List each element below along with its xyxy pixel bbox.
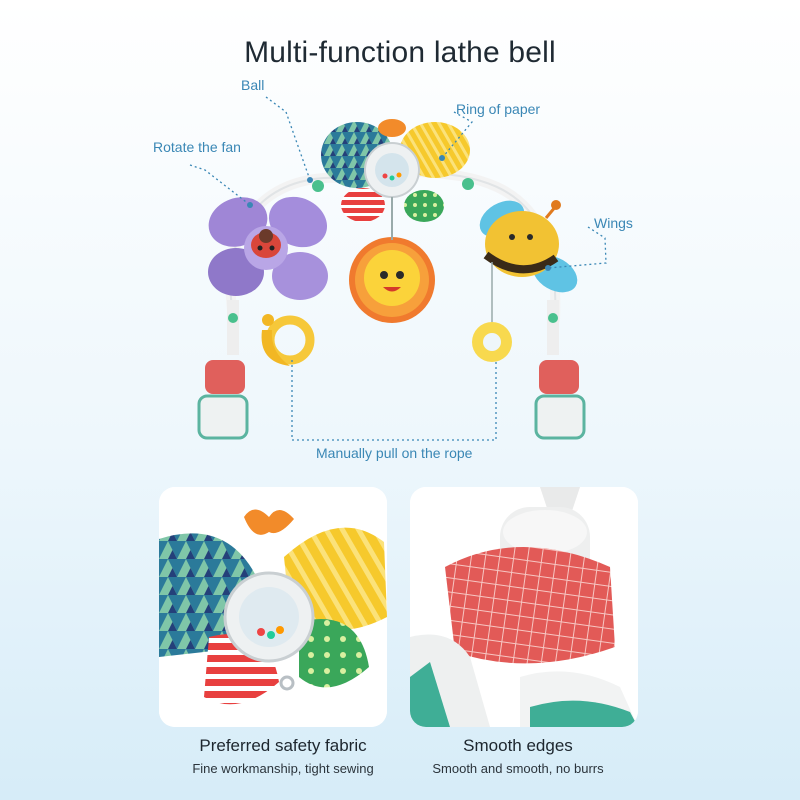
label-rotate-the-fan: Rotate the fan (153, 139, 241, 155)
moon-pendant (261, 314, 315, 366)
feature-card-edges (410, 487, 638, 727)
page-title: Multi-function lathe bell (244, 36, 556, 69)
feature-card-fabric (159, 487, 387, 727)
feature-subtitle-edges: Smooth and smooth, no burrs (432, 761, 604, 776)
sunflower (349, 232, 435, 323)
label-manually-pull: Manually pull on the rope (316, 445, 473, 461)
fan-flower (208, 196, 328, 300)
bee-toy (479, 200, 578, 293)
left-clip (197, 300, 249, 440)
right-clip (534, 300, 586, 440)
feature-subtitle-fabric: Fine workmanship, tight sewing (192, 761, 374, 776)
leader-lines (189, 96, 607, 441)
paper-ring-cluster (321, 119, 470, 232)
leader-dots (247, 155, 551, 271)
label-ring-of-paper: Ring of paper (456, 101, 541, 117)
toy-arch-illustration (189, 96, 607, 441)
clip-closeup-image (410, 487, 638, 727)
label-ball: Ball (241, 77, 265, 93)
feature-title-fabric: Preferred safety fabric (199, 736, 367, 755)
fabric-closeup-image (159, 487, 387, 727)
label-wings: Wings (594, 215, 633, 231)
feature-title-edges: Smooth edges (463, 736, 573, 755)
flower-ring-pendant (472, 262, 512, 362)
